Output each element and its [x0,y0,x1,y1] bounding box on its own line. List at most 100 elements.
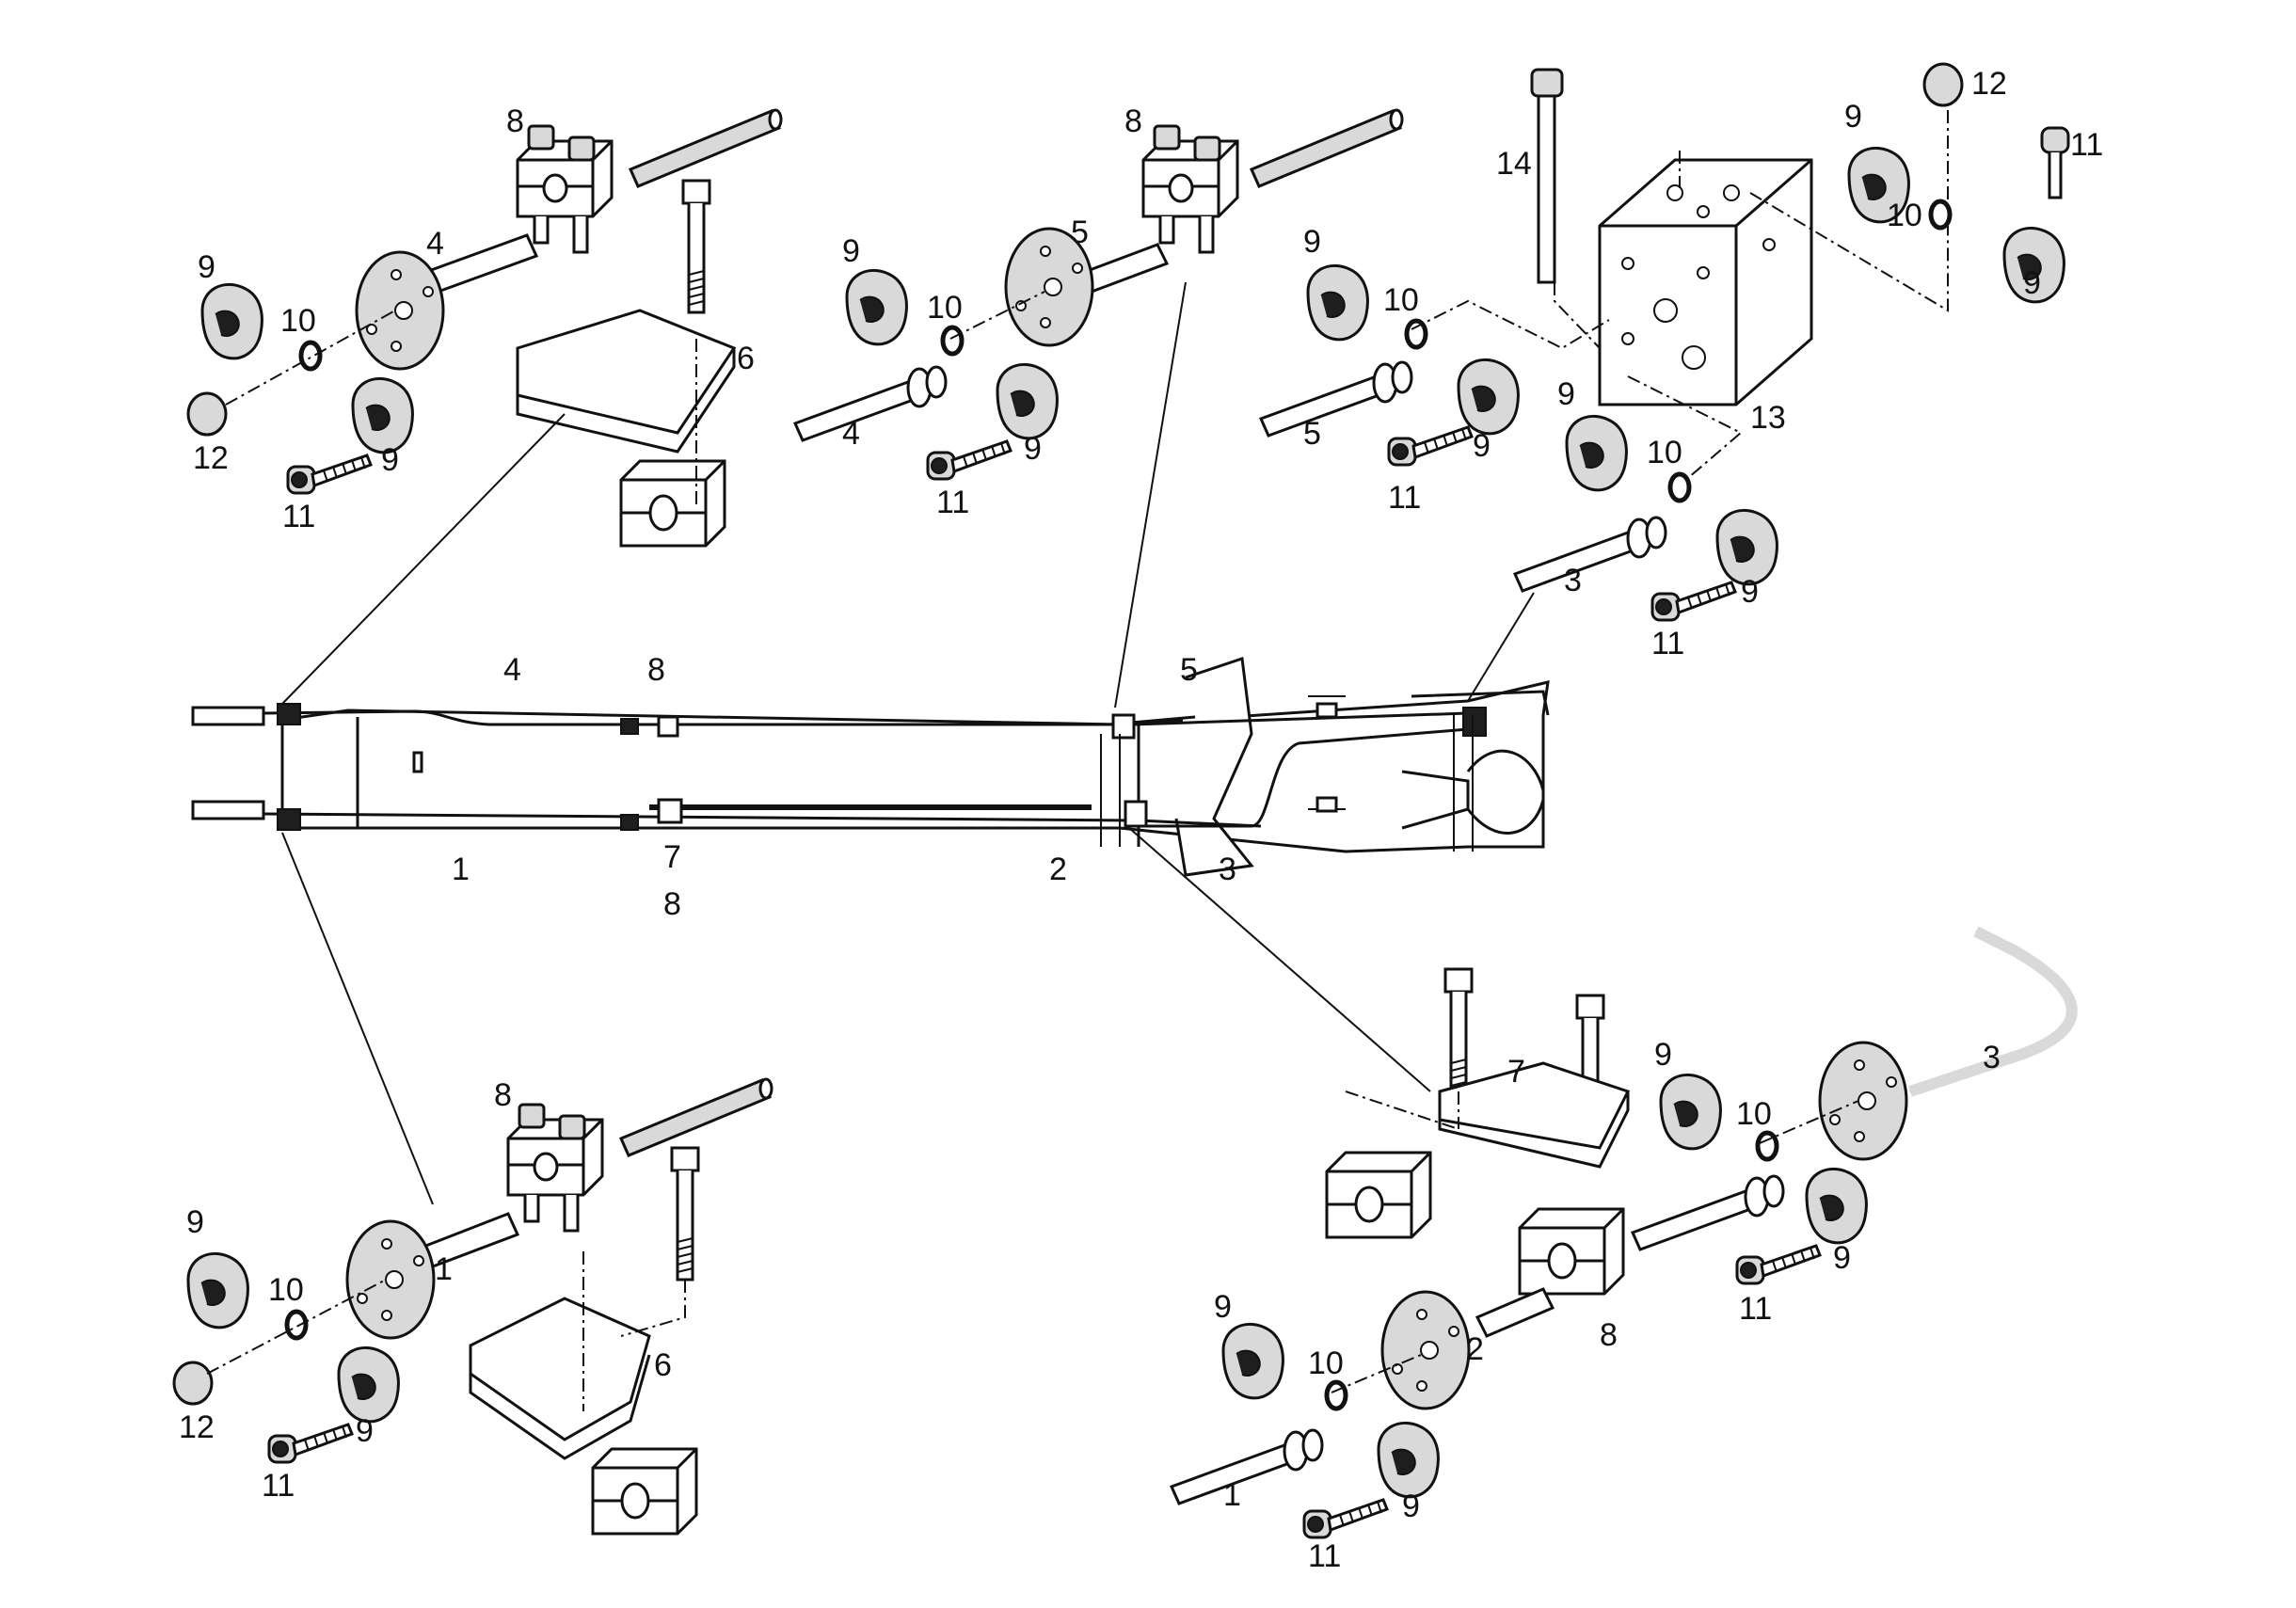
callout-9: 9 [1833,1240,1851,1276]
callout-9: 9 [842,233,860,269]
clamp-bracket-8 [516,124,614,254]
callout-11: 11 [1739,1291,1772,1327]
callout-8: 8 [506,103,524,139]
callout-10: 10 [268,1272,304,1308]
clamp-block [1325,1151,1432,1239]
callout-1: 1 [435,1251,453,1287]
cap-12 [1922,62,1964,107]
mounting-plate-6 [516,309,737,435]
valve-block-13 [1598,158,1813,406]
callout-9: 9 [198,249,215,285]
callout-10: 10 [280,303,316,339]
clamp-half-9e [1565,414,1628,492]
mounting-plate-7 [1438,1061,1631,1150]
pin-3 [1513,516,1667,593]
callout-5: 5 [1071,215,1089,250]
callout-9: 9 [381,442,399,478]
callout-11: 11 [936,485,969,520]
flange-plate [345,1219,436,1340]
washer-10 [1758,1133,1777,1159]
screw-11 [1735,1244,1822,1285]
callout-12: 12 [1971,66,2007,102]
callout-11: 11 [1651,626,1684,661]
pin-1 [1170,1428,1324,1505]
callout-9: 9 [186,1204,204,1240]
pipe-2 [1475,1287,1555,1338]
assembly-bottom-right [1170,926,2078,1539]
callout-13: 13 [1750,400,1786,436]
callout-3: 3 [1219,852,1236,887]
callout-9: 9 [1303,224,1321,260]
cap-12 [186,391,228,437]
callout-4: 4 [426,226,444,262]
clamp-half-9c [1306,263,1369,342]
washer-10 [287,1312,306,1338]
callout-5: 5 [1180,652,1198,688]
callout-5: 5 [1303,416,1321,452]
callout-8: 8 [494,1077,512,1113]
clamp-half-9 [186,1251,249,1329]
callout-9: 9 [1024,431,1042,467]
callout-10: 10 [1308,1345,1344,1381]
washer-10 [1931,201,1950,228]
callout-14: 14 [1496,146,1532,182]
washer-10b [1327,1382,1346,1409]
clamp-half-9b [996,362,1059,440]
callout-9: 9 [1473,428,1491,464]
mounting-plate-6 [469,1297,651,1441]
callout-2: 2 [1049,852,1067,887]
callout-8: 8 [647,652,665,688]
callout-11: 11 [262,1468,295,1504]
callout-12: 12 [193,440,229,476]
clamp-block-8 [1518,1207,1625,1296]
callout-9: 9 [1844,99,1862,135]
clamp-half-9b [337,1345,400,1424]
callout-1: 1 [452,852,470,887]
callout-9: 9 [1214,1289,1232,1325]
callout-12: 12 [179,1409,215,1445]
clamp-half-9 [200,282,263,360]
pipe-5 [1079,243,1170,294]
hose-section [629,108,783,188]
clamp-half-9 [845,268,908,346]
washer-10 [943,327,962,354]
pipe-3 [1908,926,2078,1097]
bolt [1443,967,1474,1103]
flange-plate [355,250,445,371]
screw-11b [1387,425,1474,467]
screw-11 [926,439,1012,481]
assembly-top-middle [793,108,1404,481]
callout-9: 9 [356,1413,374,1449]
callout-9: 9 [1741,574,1759,610]
callout-6: 6 [654,1347,672,1383]
callout-4: 4 [503,652,521,688]
bolt [681,179,711,314]
flange-plate-2 [1380,1290,1471,1410]
clamp-half-9c [1221,1322,1284,1400]
callout-9: 9 [1654,1037,1672,1073]
callout-2: 2 [1466,1331,1484,1367]
hose-section [619,1077,773,1157]
leader-lines [281,281,1535,1205]
clamp-block [591,1447,698,1536]
callout-8: 8 [663,886,681,922]
chassis-frame [191,656,1550,877]
clamp-half-9d [1457,358,1520,436]
screw-11c [1650,581,1737,622]
pin-4 [793,365,948,442]
callout-10: 10 [1887,198,1922,233]
cap-12 [172,1361,214,1406]
callout-11: 11 [1308,1538,1341,1574]
clamp-bracket-8 [506,1103,604,1233]
callout-labels: 8 4 9 10 6 12 9 11 8 5 9 10 4 9 11 14 9 … [179,66,2103,1574]
callout-1: 1 [1223,1477,1241,1513]
callout-9: 9 [1402,1489,1420,1524]
callout-10: 10 [927,290,963,326]
assembly-bottom-left [172,1077,773,1536]
clamp-half-9d [1377,1421,1440,1499]
screw-11 [267,1423,354,1464]
clamp-half-9 [1659,1073,1722,1151]
callout-8: 8 [1124,103,1142,139]
